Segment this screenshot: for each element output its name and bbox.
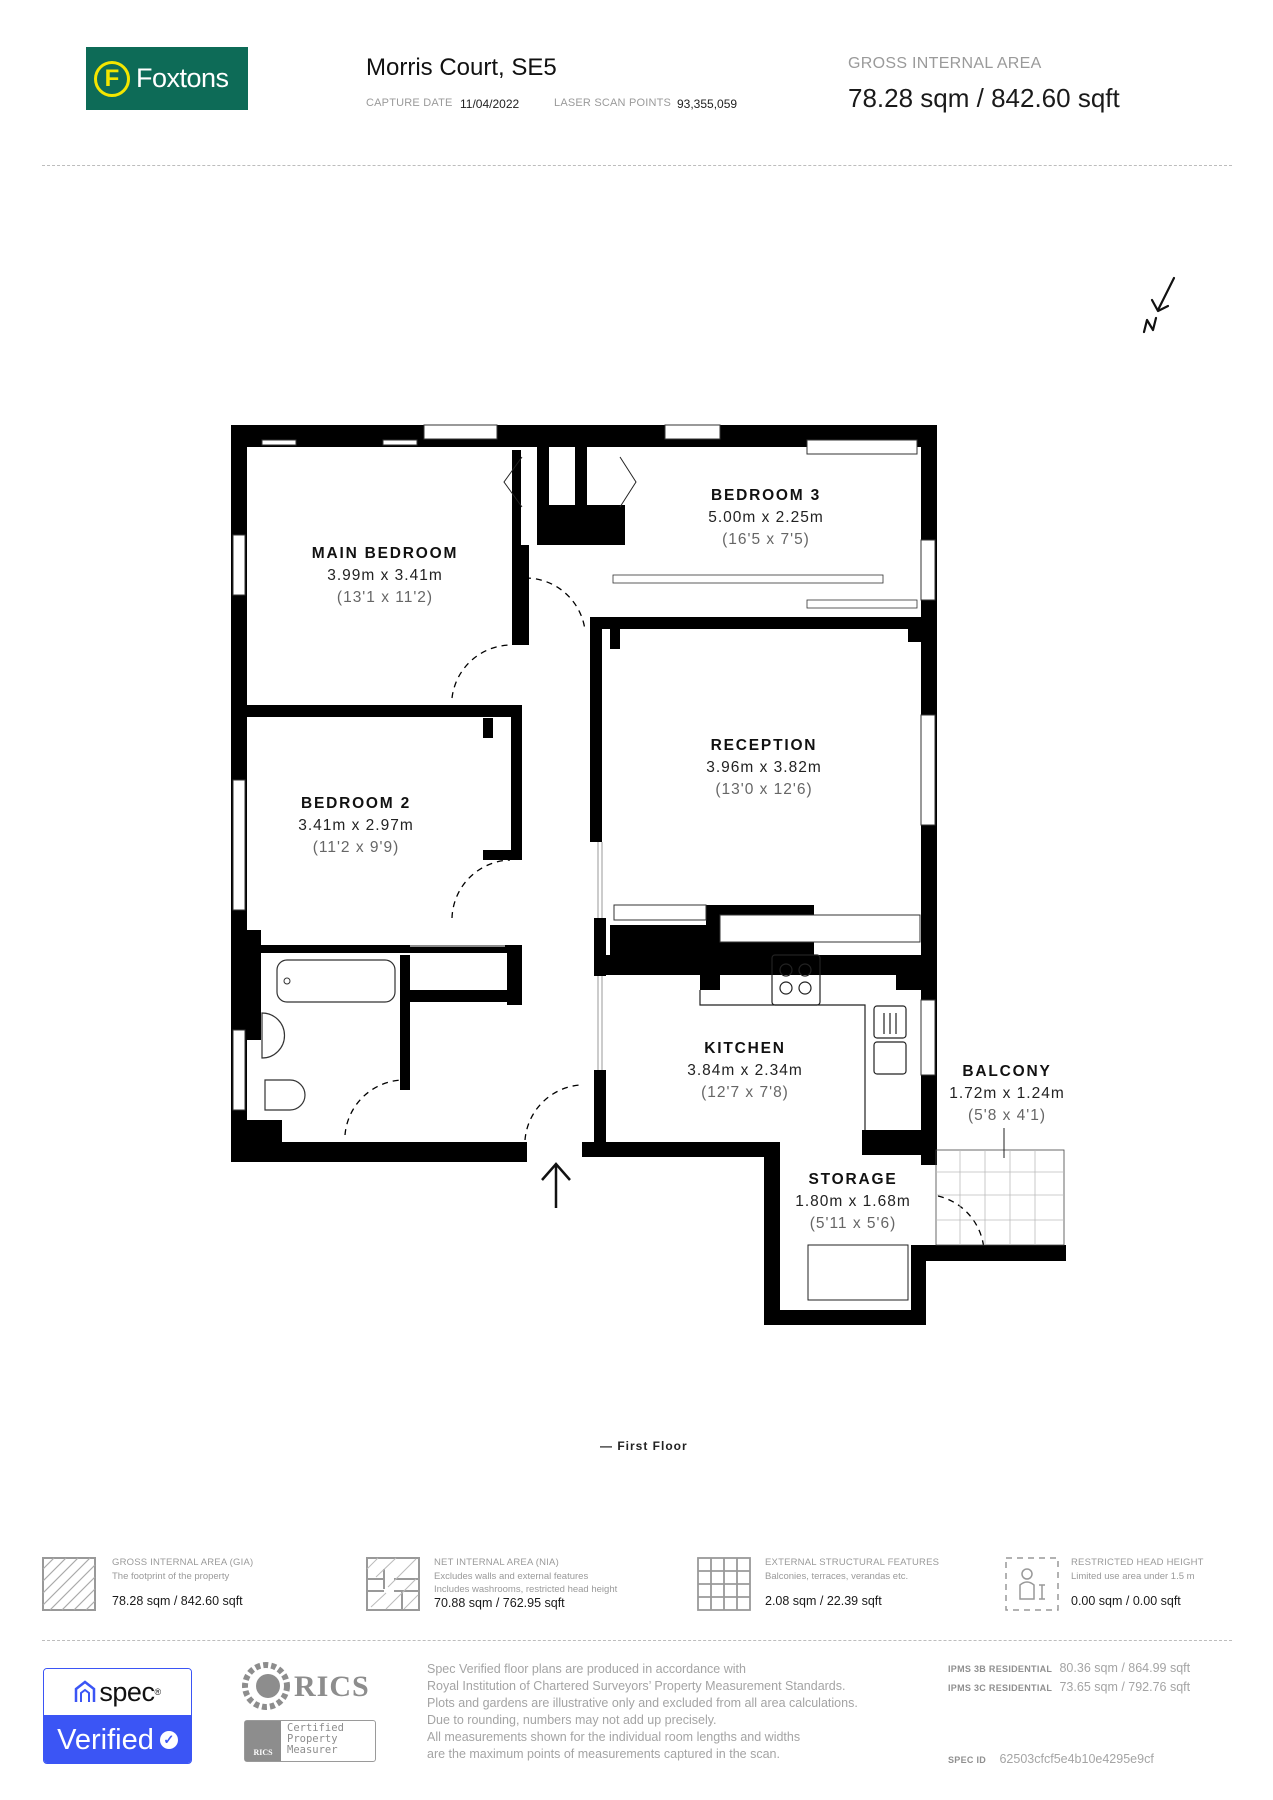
- room-balcony: BALCONY 1.72m x 1.24m (5'8 x 4'1): [949, 1063, 1065, 1125]
- room-imperial: (16'5 x 7'5): [722, 531, 810, 548]
- floor-plan: MAIN BEDROOM 3.99m x 3.41m (13'1 x 11'2)…: [231, 424, 1066, 1325]
- disclaimer-line: Spec Verified floor plans are produced i…: [427, 1662, 746, 1676]
- room-metric: 3.41m x 2.97m: [298, 817, 414, 834]
- legend-title: NET INTERNAL AREA (NIA): [434, 1557, 559, 1568]
- check-circle-icon: ✓: [159, 1731, 178, 1749]
- room-reception: RECEPTION 3.96m x 3.82m (13'0 x 12'6): [706, 737, 822, 799]
- property-title: Morris Court, SE5: [366, 54, 557, 81]
- disclaimer: Spec Verified floor plans are produced i…: [427, 1661, 858, 1763]
- room-name: BEDROOM 2: [300, 795, 412, 812]
- grid-icon: [697, 1557, 751, 1611]
- ipms-value: 73.65 sqm / 792.76 sqft: [1059, 1680, 1191, 1694]
- rics-certified-badge: RICS Certified Property Measurer: [244, 1720, 376, 1762]
- legend-desc: Includes washrooms, restricted head heig…: [434, 1584, 618, 1595]
- hatched-plan-icon: [366, 1557, 420, 1611]
- room-imperial: (12'7 x 7'8): [701, 1084, 789, 1101]
- legend-desc: Excludes walls and external features: [434, 1571, 589, 1582]
- header-divider: [42, 165, 1232, 166]
- spec-logo: spec®: [44, 1669, 191, 1715]
- foxtons-logo: F Foxtons: [86, 47, 248, 110]
- room-name: BEDROOM 3: [710, 487, 822, 504]
- room-imperial: (13'0 x 12'6): [715, 781, 813, 798]
- spec-id-value: 62503cfcf5e4b10e4295e9cf: [999, 1752, 1154, 1766]
- spec-verified-badge: spec® Verified ✓: [43, 1668, 192, 1764]
- gia-value: 78.28 sqm / 842.60 sqft: [848, 83, 1120, 113]
- disclaimer-line: Plots and gardens are illustrative only …: [427, 1696, 858, 1710]
- legend-value: 2.08 sqm / 22.39 sqft: [765, 1594, 882, 1608]
- ipms-label: IPMS 3B RESIDENTIAL: [948, 1664, 1053, 1674]
- spec-id-label: SPEC ID: [948, 1755, 987, 1765]
- spec-id: SPEC ID 62503cfcf5e4b10e4295e9cf: [948, 1752, 1154, 1766]
- room-main-bedroom: MAIN BEDROOM 3.99m x 3.41m (13'1 x 11'2): [312, 545, 458, 607]
- room-metric: 3.99m x 3.41m: [327, 567, 443, 584]
- floor-plan-drawing: [231, 424, 1066, 1325]
- spec-wordmark: spec: [99, 1676, 155, 1707]
- capture-date-label: CAPTURE DATE: [366, 97, 453, 109]
- rics-lion-icon: [242, 1662, 290, 1710]
- room-imperial: (11'2 x 9'9): [312, 839, 400, 856]
- room-imperial: (5'8 x 4'1): [967, 1107, 1047, 1124]
- room-metric: 3.84m x 2.34m: [687, 1062, 803, 1079]
- room-name: RECEPTION: [710, 737, 818, 754]
- ipms-3c: IPMS 3C RESIDENTIAL 73.65 sqm / 792.76 s…: [948, 1680, 1190, 1694]
- disclaimer-line: All measurements shown for the individua…: [427, 1730, 801, 1744]
- rics-cert-text: Certified Property Measurer: [281, 1721, 350, 1761]
- capture-date-value: 11/04/2022: [460, 97, 520, 111]
- rics-wordmark: RICS: [294, 1670, 370, 1703]
- spec-verified-text: Verified: [57, 1723, 154, 1756]
- legend-value: 78.28 sqm / 842.60 sqft: [112, 1594, 243, 1608]
- laser-scan-value: 93,355,059: [677, 97, 738, 111]
- hatched-square-icon: [42, 1557, 96, 1611]
- foxtons-wordmark: Foxtons: [136, 63, 229, 93]
- legend-title: GROSS INTERNAL AREA (GIA): [112, 1557, 254, 1568]
- legend-desc: Balconies, terraces, verandas etc.: [765, 1571, 909, 1582]
- rics-cert-line: Certified: [287, 1722, 344, 1734]
- ipms-value: 80.36 sqm / 864.99 sqft: [1059, 1661, 1191, 1675]
- spec-trademark: ®: [154, 1687, 161, 1697]
- room-metric: 1.80m x 1.68m: [795, 1193, 911, 1210]
- disclaimer-line: Royal Institution of Chartered Surveyors…: [427, 1679, 846, 1693]
- foxtons-monogram-icon: F: [94, 60, 130, 97]
- north-arrow-icon: [1142, 276, 1176, 334]
- room-bedroom-2: BEDROOM 2 3.41m x 2.97m (11'2 x 9'9): [298, 795, 414, 857]
- room-imperial: (5'11 x 5'6): [809, 1215, 897, 1232]
- room-name: BALCONY: [962, 1063, 1052, 1080]
- room-name: MAIN BEDROOM: [311, 545, 459, 562]
- entrance-arrow-icon: [541, 1162, 571, 1208]
- person-height-icon: [1005, 1557, 1059, 1611]
- laser-scan-value-wrap: 93,355,059: [677, 97, 737, 111]
- room-metric: 3.96m x 3.82m: [706, 759, 822, 776]
- room-bedroom-3: BEDROOM 3 5.00m x 2.25m (16'5 x 7'5): [708, 487, 824, 549]
- disclaimer-line: are the maximum points of measurements c…: [427, 1747, 780, 1761]
- room-metric: 5.00m x 2.25m: [708, 509, 824, 526]
- room-kitchen: KITCHEN 3.84m x 2.34m (12'7 x 7'8): [687, 1040, 803, 1102]
- room-metric: 1.72m x 1.24m: [949, 1085, 1065, 1102]
- floor-name: — First Floor: [600, 1439, 688, 1453]
- legend-desc: Limited use area under 1.5 m: [1071, 1571, 1195, 1582]
- spec-verified-bar: Verified ✓: [44, 1715, 191, 1763]
- capture-date-value-wrap: 11/04/2022: [460, 97, 519, 111]
- rics-small-logo: RICS: [245, 1721, 281, 1761]
- capture-date: CAPTURE DATE: [366, 97, 453, 109]
- legend-desc: The footprint of the property: [112, 1571, 230, 1582]
- laser-scan-label: LASER SCAN POINTS: [554, 97, 672, 109]
- ipms-3b: IPMS 3B RESIDENTIAL 80.36 sqm / 864.99 s…: [948, 1661, 1190, 1675]
- legend-title: EXTERNAL STRUCTURAL FEATURES: [765, 1557, 940, 1568]
- disclaimer-line: Due to rounding, numbers may not add up …: [427, 1713, 717, 1727]
- room-imperial: (13'1 x 11'2): [336, 589, 434, 606]
- legend-value: 70.88 sqm / 762.95 sqft: [434, 1596, 565, 1610]
- legend-divider: [42, 1640, 1232, 1641]
- spec-house-icon: [75, 1680, 96, 1702]
- room-name: STORAGE: [808, 1171, 898, 1188]
- legend-title: RESTRICTED HEAD HEIGHT: [1071, 1557, 1204, 1568]
- room-name: KITCHEN: [704, 1040, 786, 1057]
- rics-cert-line: Measurer: [287, 1744, 338, 1756]
- room-storage: STORAGE 1.80m x 1.68m (5'11 x 5'6): [795, 1171, 911, 1233]
- gia-label: GROSS INTERNAL AREA: [848, 55, 1042, 72]
- laser-scan: LASER SCAN POINTS: [554, 97, 671, 109]
- ipms-label: IPMS 3C RESIDENTIAL: [948, 1683, 1053, 1693]
- legend-value: 0.00 sqm / 0.00 sqft: [1071, 1594, 1181, 1608]
- compass: [1130, 270, 1180, 345]
- rics-cert-line: Property: [287, 1733, 338, 1745]
